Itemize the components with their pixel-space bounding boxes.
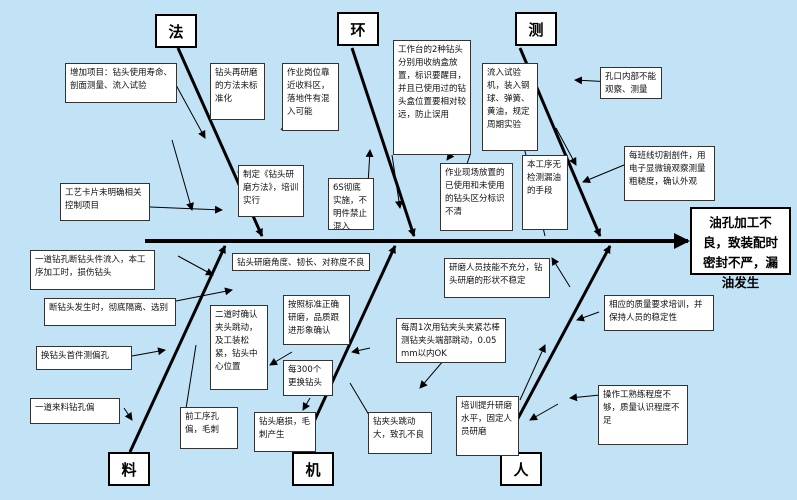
cause-box-12: 本工序无检测漏油的手段 (522, 155, 568, 230)
cause-box-6: 孔口内部不能观察、测量 (600, 67, 662, 99)
cause-box-10: 6S彻底实施，不明件禁止混入 (328, 178, 374, 230)
category-machine: 机 (292, 452, 334, 486)
cause-box-1: 增加项目：钻头使用寿命、剖面测量、流入试验 (65, 63, 177, 103)
cause-box-27: 培训提升研磨水平，固定人员研磨 (456, 396, 519, 456)
cause-box-23: 一道来料钻孔偏 (30, 398, 120, 424)
cause-box-2: 钻头再研磨的方法未标准化 (210, 63, 265, 120)
problem-head: 油孔加工不良，致装配时密封不严，漏油发生 (690, 207, 791, 290)
cause-box-22: 每300个更换钻头 (283, 360, 333, 396)
cause-box-8: 工艺卡片未明确相关控制项目 (60, 183, 150, 221)
category-environment: 环 (337, 12, 379, 46)
category-measurement: 测 (515, 12, 557, 46)
cause-box-25: 钻头磨损，毛刺产生 (254, 412, 316, 452)
cause-box-19: 每周1次用钻夹头夹紧芯棒测钻夹头端部跳动，0.05mm以内OK (396, 318, 506, 363)
bone-material (128, 245, 227, 453)
cause-box-26: 钻夹头跳动大，致孔不良 (368, 412, 432, 454)
cause-box-20: 相应的质量要求培训，并保持人员的稳定性 (604, 295, 714, 331)
cause-box-28: 操作工熟练程度不够，质量认识程度不足 (598, 385, 688, 445)
cause-box-5: 流入试验机，装入钢球、弹簧、黄油，规定周期实验 (482, 63, 538, 151)
cause-box-7: 每班线切割剖件，用电子显微镜观察测量粗糙度，确认外观 (624, 146, 715, 201)
cause-box-24: 前工序孔偏，毛刺 (180, 407, 238, 449)
cause-box-15: 研磨人员技能不充分，钻头研磨的形状不稳定 (444, 258, 550, 298)
cause-box-4: 工作台的2种钻头分别用收纳盒放置，标识要醒目，并且已使用过的钻头盒位置要相对较远… (393, 40, 471, 155)
cause-box-21: 换钻头首件测偏孔 (36, 346, 132, 370)
bone-environment (350, 47, 416, 237)
cause-box-3: 作业岗位靠近收料区，落地件有混入可能 (282, 63, 339, 131)
cause-box-18: 按照标准正确研磨，品质跟进形象确认 (283, 295, 350, 345)
category-method: 法 (155, 14, 197, 48)
cause-box-13: 一道钻孔断钻头件流入，本工序加工时，损伤钻头 (30, 250, 155, 290)
cause-box-14: 钻头研磨角度、韧长、对称度不良 (232, 253, 370, 271)
cause-box-9: 制定《钻头研磨方法》，培训实行 (238, 165, 304, 217)
cause-box-11: 作业现场放置的已使用和未使用的钻头区分标识不清 (440, 163, 513, 231)
category-material: 料 (108, 452, 150, 486)
category-people: 人 (500, 452, 542, 486)
cause-box-16: 断钻头发生时，彻底隔离、选别 (44, 298, 176, 326)
cause-box-17: 二道时确认夹头跳动，及工装松紧，钻头中心位置 (210, 305, 268, 390)
